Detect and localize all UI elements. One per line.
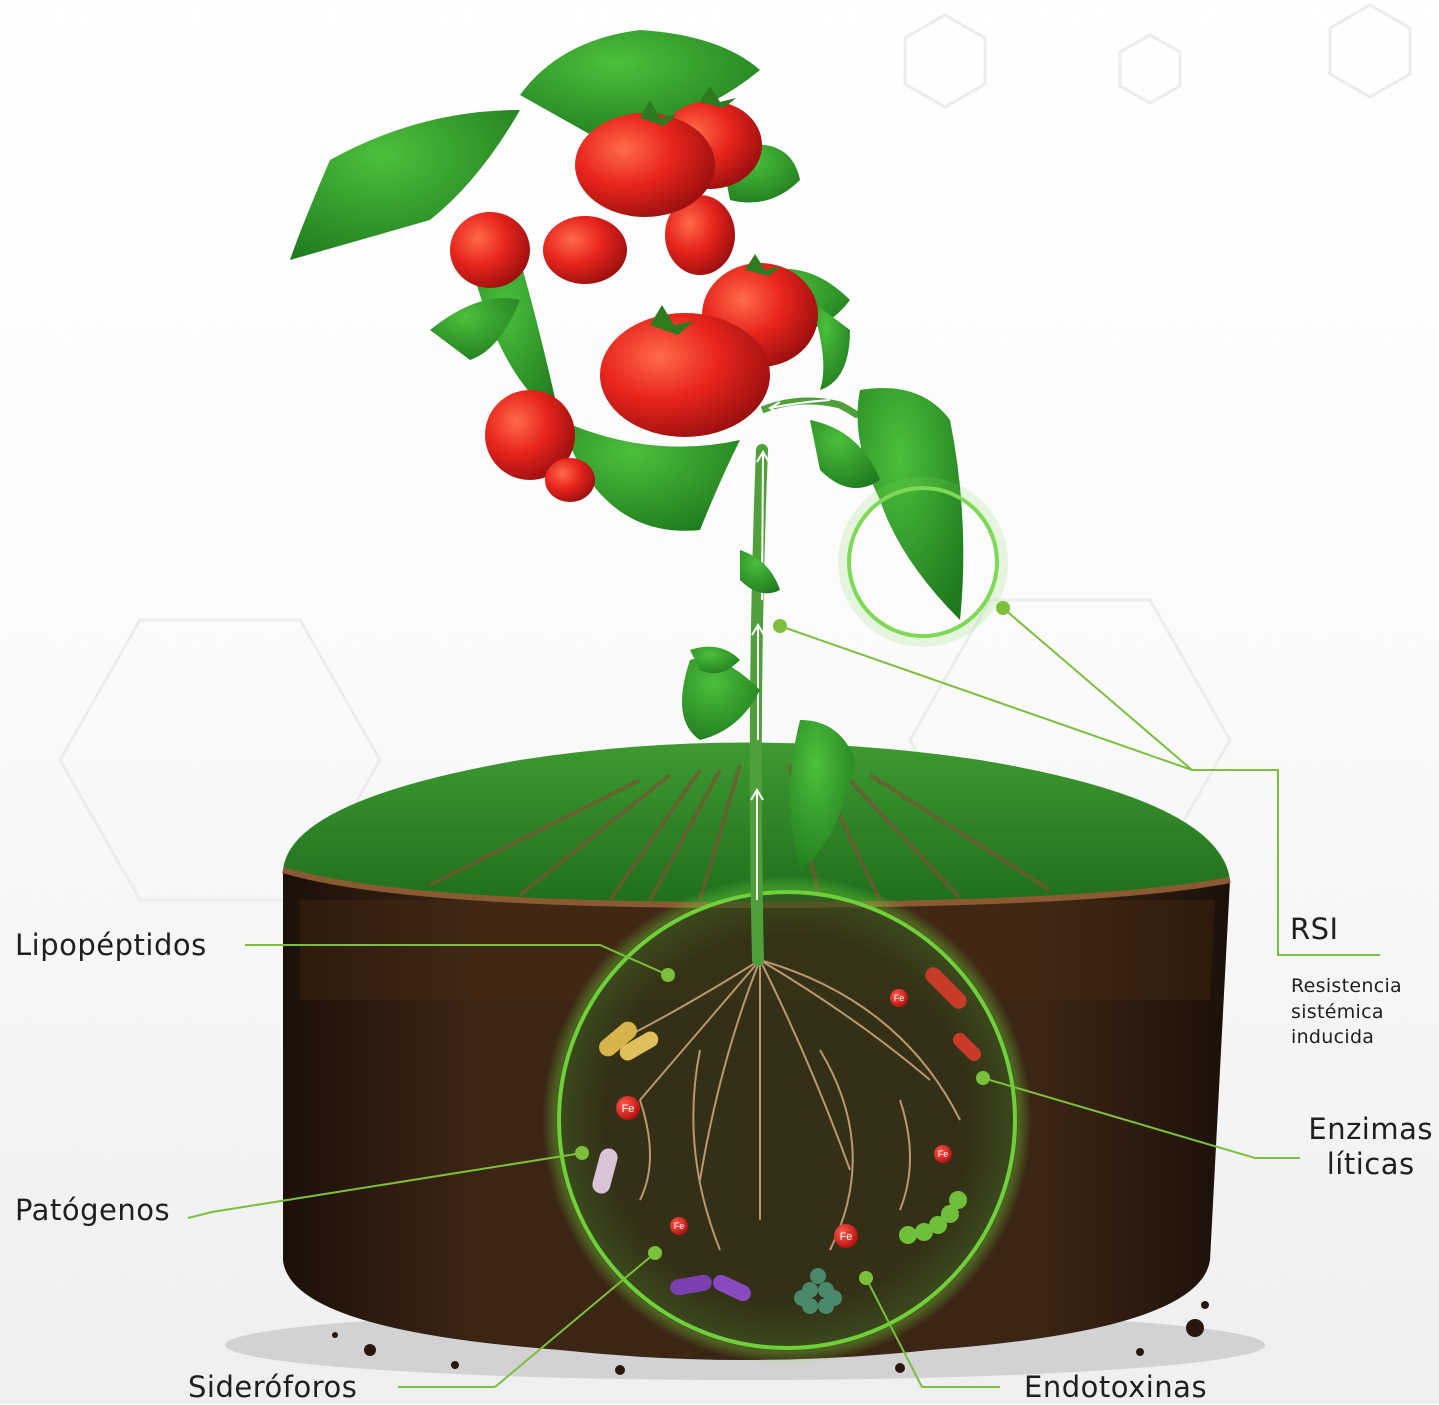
iron-badge-text: Fe [840,1231,853,1243]
label-sideroforos: Sideróforos [188,1370,357,1405]
label-lipopeptidos: Lipopéptidos [15,928,207,963]
label-enzimas-line2: líticas [1308,1147,1433,1182]
label-enzimas-liticas: Enzimas líticas [1308,1112,1433,1182]
rhizosphere-fill [559,892,1015,1348]
iron-badge: Fe [834,1224,858,1248]
iron-badge: Fe [670,1217,688,1235]
label-enzimas-line1: Enzimas [1308,1112,1433,1147]
iron-badge-text: Fe [894,993,905,1003]
iron-badge: Fe [890,989,908,1007]
iron-badge-text: Fe [938,1149,949,1159]
label-endotoxinas: Endotoxinas [1024,1370,1207,1405]
rsi-desc-line3: inducida [1291,1025,1402,1051]
label-patogenos: Patógenos [15,1193,170,1228]
iron-badge: Fe [934,1145,952,1163]
label-rsi: RSI [1290,912,1339,947]
iron-badge-text: Fe [622,1103,635,1115]
rsi-desc-line1: Resistencia [1291,974,1402,1000]
iron-badge-text: Fe [674,1221,685,1231]
rsi-desc-line2: sistémica [1291,1000,1402,1026]
iron-badge: Fe [616,1096,640,1120]
leader-line-rsi-2 [1003,608,1192,770]
label-rsi-description: Resistencia sistémica inducida [1291,974,1402,1051]
